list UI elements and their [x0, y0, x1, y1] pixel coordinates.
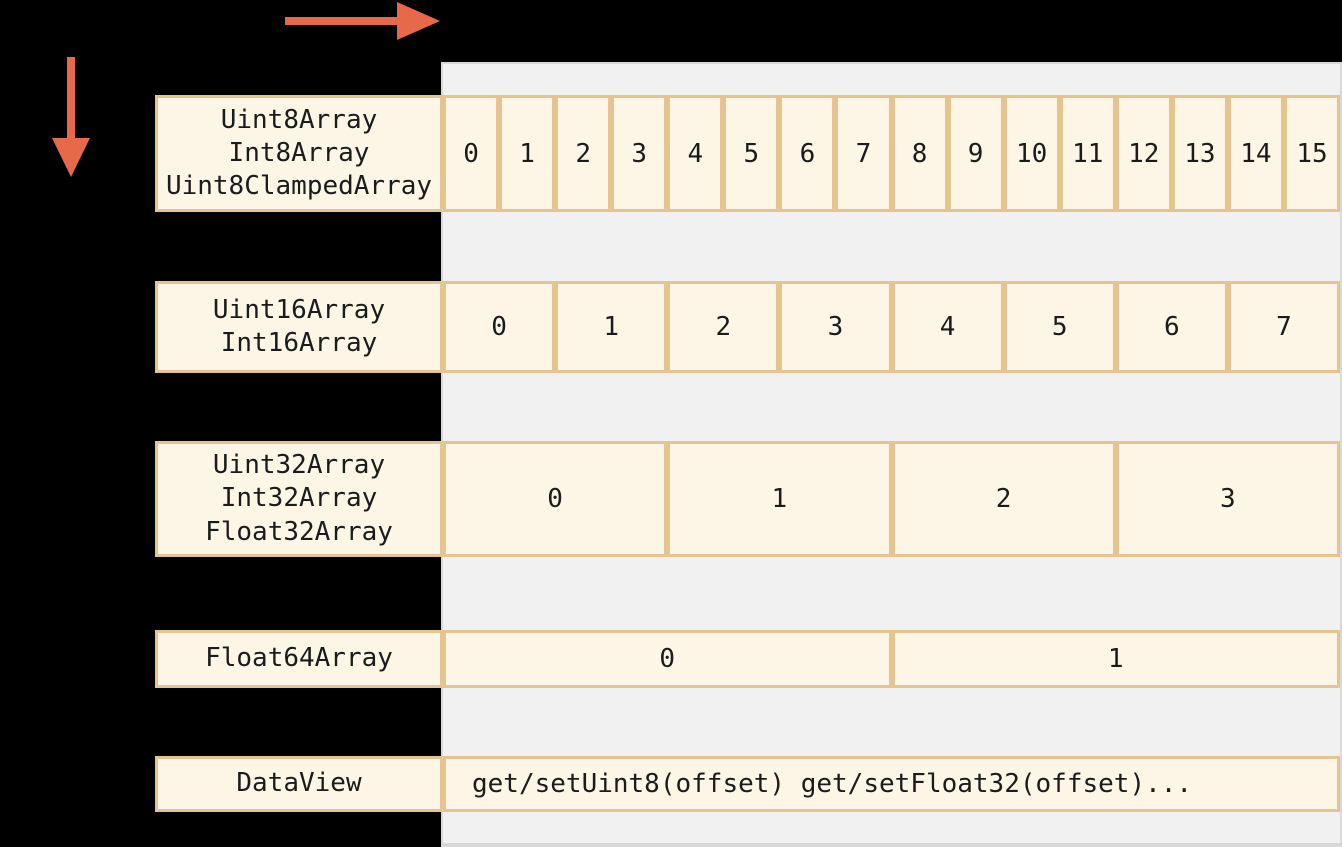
uint8-cell-9: 9: [947, 95, 1004, 212]
view-label-line: Int16Array: [220, 328, 378, 358]
uint16-cell-7: 7: [1227, 281, 1340, 373]
uint16-cell-4: 4: [891, 281, 1004, 373]
uint8-cell-12: 12: [1115, 95, 1172, 212]
view-label-line: Uint16Array: [212, 294, 386, 325]
uint8-cell-3: 3: [611, 95, 668, 212]
uint32-cell-0: 0: [443, 441, 668, 557]
view-label-float64: Float64Array: [155, 630, 443, 688]
uint16-cell-1: 1: [555, 281, 668, 373]
uint8-cell-1: 1: [499, 95, 556, 212]
uint8-cell-14: 14: [1227, 95, 1284, 212]
uint8-cell-10: 10: [1003, 95, 1060, 212]
float64-cell-1: 1: [891, 630, 1340, 688]
view-label-line: Int8Array: [228, 137, 370, 168]
view-label-line: Float64Array: [205, 643, 393, 674]
view-label-line: Uint8ClampedArray: [165, 171, 433, 202]
uint8-cell-5: 5: [723, 95, 780, 212]
uint16-cell-0: 0: [443, 281, 556, 373]
uint16-cell-3: 3: [779, 281, 892, 373]
uint16-cell-2: 2: [667, 281, 780, 373]
uint32-cell-3: 3: [1115, 441, 1340, 557]
view-label-dataview: DataView: [155, 756, 443, 812]
arrow-right-head: [397, 2, 440, 40]
arrow-right-icon: [285, 2, 440, 40]
uint32-cell-1: 1: [667, 441, 892, 557]
arrow-down-shaft: [67, 57, 75, 141]
uint8-cell-8: 8: [891, 95, 948, 212]
view-label-line: DataView: [236, 768, 362, 799]
view-label-line: Int32Array: [220, 483, 378, 514]
dataview-cell-0: get/setUint8(offset) get/setFloat32(offs…: [443, 756, 1340, 812]
uint8-cell-0: 0: [443, 95, 500, 212]
uint8-cell-7: 7: [835, 95, 892, 212]
uint8-cell-4: 4: [667, 95, 724, 212]
view-label-line: Uint8Array: [220, 104, 378, 135]
uint8-cell-2: 2: [555, 95, 612, 212]
dataview-cells-strip: get/setUint8(offset) get/setFloat32(offs…: [443, 756, 1340, 812]
arrow-down-head: [52, 138, 90, 177]
arrow-right-shaft: [285, 17, 405, 25]
float64-cell-0: 0: [443, 630, 892, 688]
uint8-cell-15: 15: [1283, 95, 1340, 212]
view-row-dataview: DataView get/setUint8(offset) get/setFloa…: [155, 756, 1340, 812]
view-label-line: Float32Array: [205, 516, 393, 547]
uint8-cell-6: 6: [779, 95, 836, 212]
uint16-cell-5: 5: [1003, 281, 1116, 373]
view-label-line: Uint32Array: [212, 450, 386, 481]
uint8-cell-11: 11: [1059, 95, 1116, 212]
uint16-cell-6: 6: [1115, 281, 1228, 373]
uint32-cell-2: 2: [891, 441, 1116, 557]
uint8-cell-13: 13: [1171, 95, 1228, 212]
arrow-down-icon: [52, 57, 90, 177]
